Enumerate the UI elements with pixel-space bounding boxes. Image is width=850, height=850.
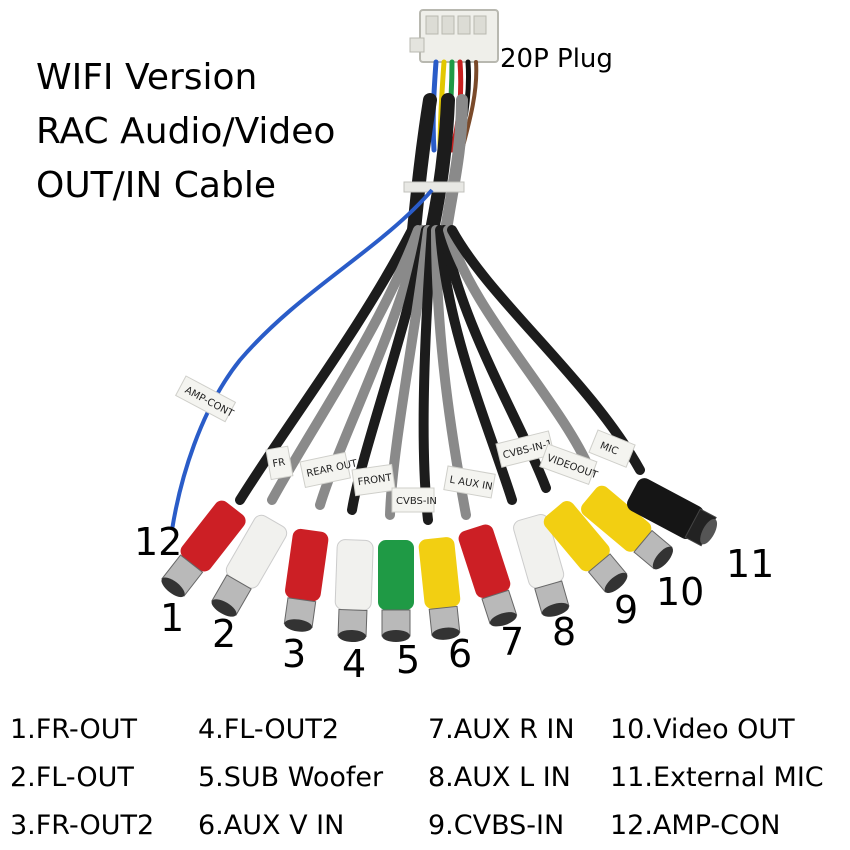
connector-number-5: 5 bbox=[396, 638, 421, 682]
legend-item-3: 3.FR-OUT2 bbox=[10, 810, 155, 841]
rca-3-red bbox=[283, 528, 329, 632]
legend-item-10: 10.Video OUT bbox=[610, 714, 795, 745]
rca-4-white bbox=[334, 539, 374, 642]
rca-5-green bbox=[378, 540, 414, 642]
title-line-1: WIFI Version bbox=[36, 57, 258, 98]
cable-tags: FR REAR OUT FRONT CVBS-IN L AUX IN CVBS-… bbox=[265, 429, 636, 513]
tag-front: FRONT bbox=[357, 472, 393, 488]
amp-wire bbox=[170, 188, 434, 531]
connector-number-8: 8 bbox=[552, 610, 577, 654]
connector-number-6: 6 bbox=[448, 632, 473, 676]
plug-label: 20P Plug bbox=[500, 44, 613, 74]
20p-plug-connector bbox=[409, 9, 499, 63]
rca-6-yellow bbox=[418, 537, 461, 640]
connector-number-11: 11 bbox=[726, 542, 775, 586]
mic-11-black bbox=[627, 478, 718, 547]
legend-item-7: 7.AUX R IN bbox=[428, 714, 575, 745]
connector-number-2: 2 bbox=[212, 612, 237, 656]
tag-fr: FR bbox=[272, 457, 286, 470]
tag-cvbs: CVBS-IN bbox=[396, 496, 437, 507]
legend-item-6: 6.AUX V IN bbox=[198, 810, 345, 841]
rca-1-red bbox=[161, 500, 246, 598]
legend-item-11: 11.External MIC bbox=[610, 762, 824, 793]
legend-item-5: 5.SUB Woofer bbox=[198, 762, 384, 793]
connector-number-12: 12 bbox=[134, 520, 183, 564]
legend-item-1: 1.FR-OUT bbox=[10, 714, 137, 745]
legend-item-2: 2.FL-OUT bbox=[10, 762, 134, 793]
rca-2-white bbox=[211, 514, 288, 617]
connector-number-7: 7 bbox=[500, 620, 525, 664]
legend-item-4: 4.FL-OUT2 bbox=[198, 714, 340, 745]
cable-bundle bbox=[403, 93, 468, 237]
rca-10-yellow bbox=[581, 485, 674, 570]
legend-item-12: 12.AMP-CON bbox=[610, 810, 781, 841]
legend-item-9: 9.CVBS-IN bbox=[428, 810, 565, 841]
connector-number-10: 10 bbox=[656, 570, 705, 614]
connector-number-9: 9 bbox=[614, 588, 639, 632]
title-line-2: RAC Audio/Video bbox=[36, 111, 336, 152]
title-line-3: OUT/IN Cable bbox=[36, 165, 276, 206]
connector-number-1: 1 bbox=[160, 596, 185, 640]
rca-7-red bbox=[458, 524, 518, 627]
connector-number-4: 4 bbox=[342, 642, 367, 686]
legend-item-8: 8.AUX L IN bbox=[428, 762, 571, 793]
rca-9-yellow bbox=[543, 501, 628, 594]
connector-number-3: 3 bbox=[282, 632, 307, 676]
